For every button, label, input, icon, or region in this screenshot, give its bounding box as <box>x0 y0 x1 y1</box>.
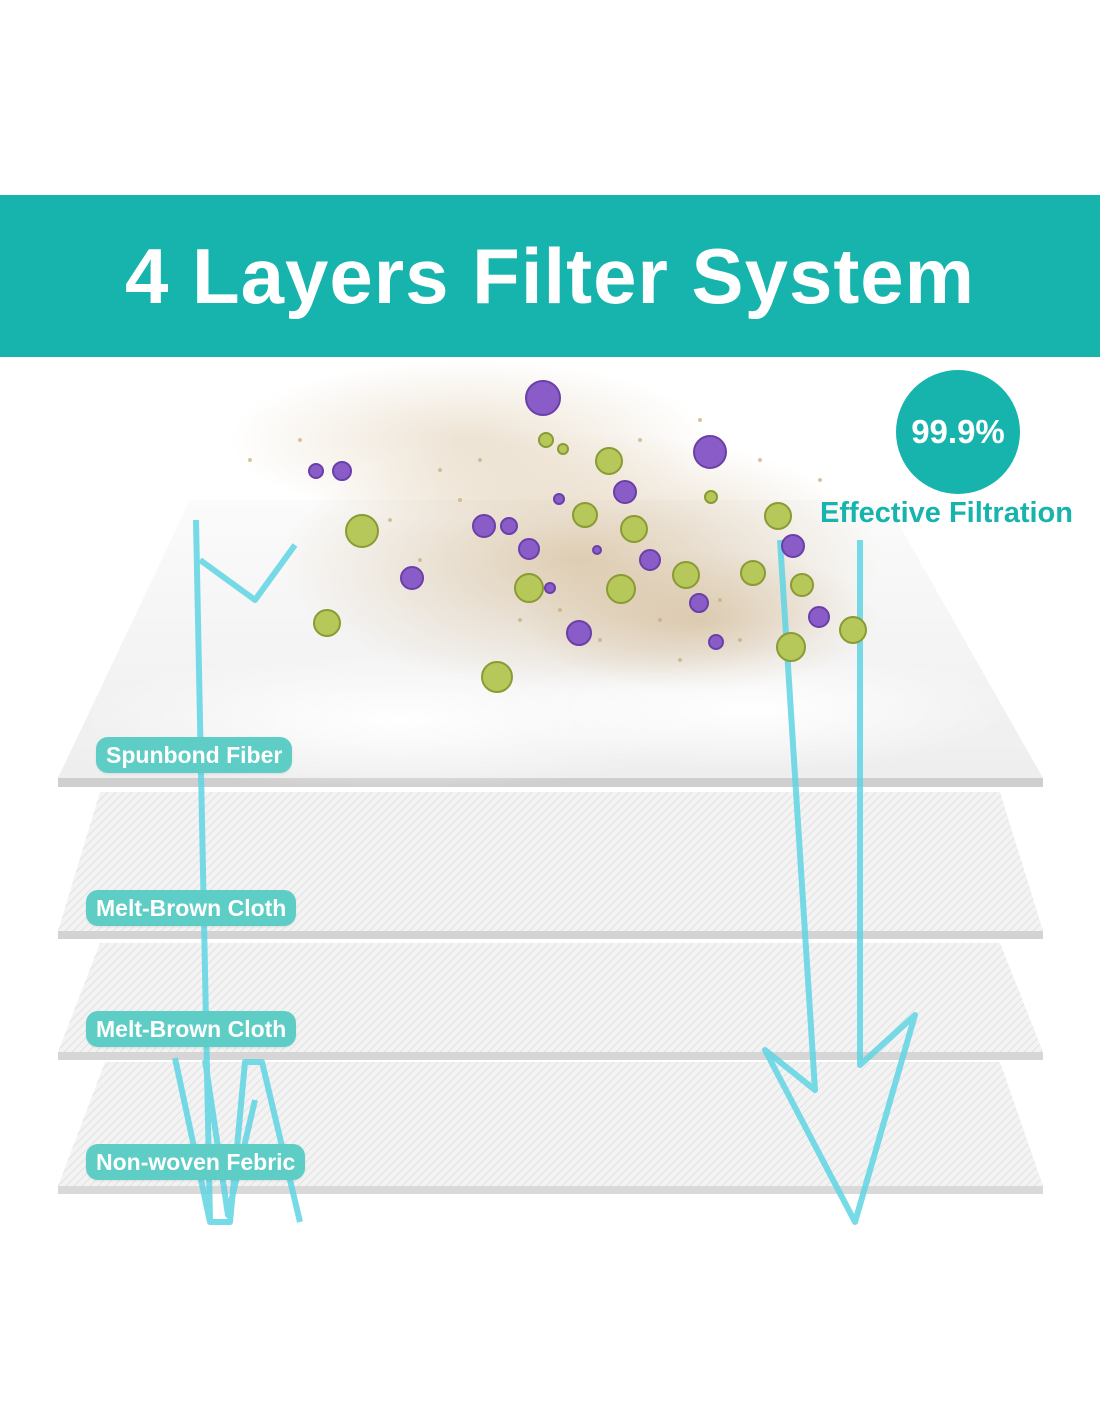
airflow-arrow-right <box>762 539 918 1225</box>
layer-label-2: Melt-Brown Cloth <box>86 890 297 926</box>
layer-sheet-3 <box>58 943 1043 1060</box>
dust-cloud <box>230 360 880 690</box>
airflow-arrow-left <box>172 519 303 1225</box>
pollen-particles <box>313 432 867 693</box>
dust-specks <box>248 418 822 662</box>
virus-particles <box>308 380 830 650</box>
layer-label-1: Spunbond Fiber <box>96 737 293 773</box>
filtration-percent: 99.9% <box>911 413 1005 450</box>
page-title: 4 Layers Filter System <box>124 231 976 320</box>
filtration-caption: Effective Filtration <box>820 497 1073 529</box>
filtration-badge: 99.9% <box>896 370 1020 494</box>
title-banner: 4 Layers Filter System <box>0 195 1100 357</box>
layer-label-4: Non-woven Febric <box>86 1144 306 1180</box>
layer-label-3: Melt-Brown Cloth <box>86 1011 297 1047</box>
